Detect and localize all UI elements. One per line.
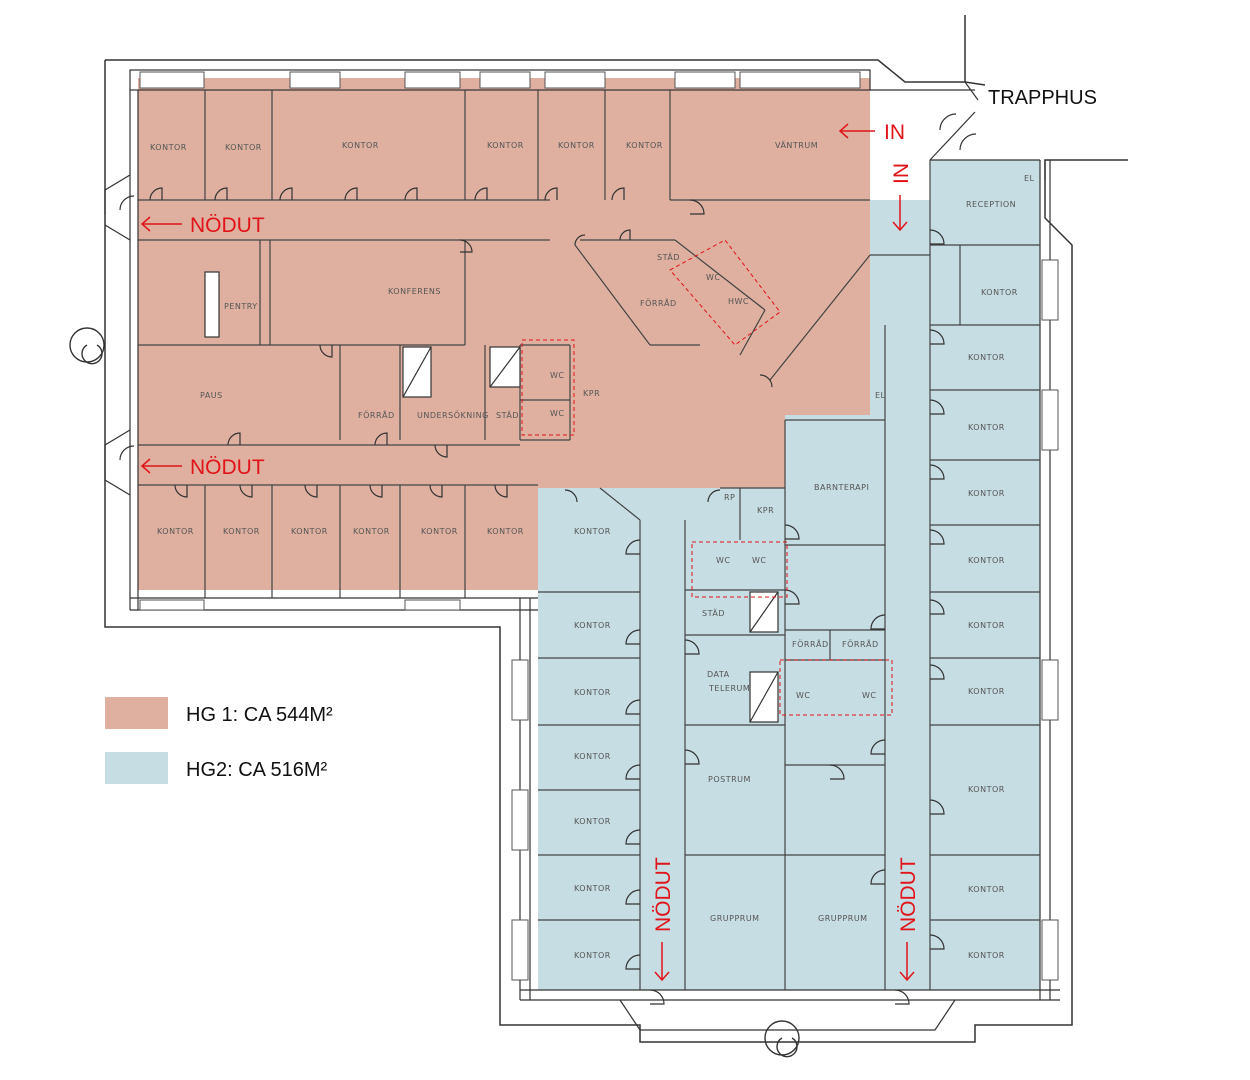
- room-label-konferens: KONFERENS: [388, 287, 441, 296]
- room-label-vantrum: VÄNTRUM: [775, 140, 818, 150]
- bays: [104, 81, 1046, 1031]
- room-label-kontor: KONTOR: [968, 489, 1005, 498]
- room-label-paus: PAUS: [200, 391, 223, 400]
- room-label-reception: RECEPTION: [966, 200, 1016, 209]
- nodut-label: NÖDUT: [897, 857, 920, 932]
- nodut-label: NÖDUT: [190, 456, 265, 479]
- stair-symbols: [69, 327, 800, 1058]
- in-arrow-horizontal: IN: [838, 121, 905, 144]
- room-label-stad: STÄD: [657, 252, 680, 262]
- legend-label-hg1: HG 1: CA 544M²: [186, 704, 333, 726]
- nodut-arrow-corridor-right: NÖDUT: [897, 857, 920, 982]
- room-label-kontor: KONTOR: [968, 785, 1005, 794]
- room-label-kpr: KPR: [757, 506, 774, 515]
- room-label-el: EL: [1024, 174, 1035, 183]
- room-label-rp: RP: [724, 493, 735, 502]
- room-label-kontor: KONTOR: [968, 885, 1005, 894]
- room-label-grupprum: GRUPPRUM: [818, 914, 868, 923]
- room-label-kontor: KONTOR: [223, 527, 260, 536]
- room-label-kontor: KONTOR: [574, 688, 611, 697]
- building-outline: [104, 15, 1128, 1043]
- room-label-telerum: TELERUM: [708, 684, 750, 693]
- room-label-kontor: KONTOR: [558, 141, 595, 150]
- room-label-kontor: KONTOR: [342, 141, 379, 150]
- room-label-barnterapi: BARNTERAPI: [814, 483, 869, 492]
- hg1-walls: [138, 90, 871, 598]
- legend: HG 1: CA 544M² HG2: CA 516M²: [105, 697, 333, 784]
- room-label-kontor: KONTOR: [626, 141, 663, 150]
- in-arrow-vertical: IN: [890, 163, 913, 232]
- room-label-wc: WC: [752, 556, 767, 565]
- room-label-kontor: KONTOR: [968, 353, 1005, 362]
- in-label: IN: [884, 121, 905, 144]
- room-label-hwc: HWC: [728, 297, 749, 306]
- zone-hg1: [138, 78, 870, 590]
- room-label-pentry: PENTRY: [224, 302, 258, 311]
- room-label-kontor: KONTOR: [157, 527, 194, 536]
- room-label-wc: WC: [862, 691, 877, 700]
- room-label-stad: STÄD: [702, 608, 725, 618]
- room-label-kontor: KONTOR: [574, 817, 611, 826]
- trapphus-label: TRAPPHUS: [988, 87, 1097, 109]
- room-label-forrad: FÖRRÅD: [358, 409, 395, 420]
- room-label-data: DATA: [707, 670, 730, 679]
- room-label-kontor: KONTOR: [487, 141, 524, 150]
- hg2-walls: [538, 160, 1040, 990]
- room-label-kontor: KONTOR: [574, 621, 611, 630]
- legend-swatch-hg2: [105, 752, 168, 784]
- room-label-kontor: KONTOR: [225, 143, 262, 152]
- room-label-kontor: KONTOR: [574, 884, 611, 893]
- room-label-kontor: KONTOR: [574, 752, 611, 761]
- room-label-kontor: KONTOR: [574, 527, 611, 536]
- nodut-arrow-lower: NÖDUT: [140, 456, 265, 479]
- wc-highlights: [521, 239, 893, 716]
- room-label-kontor: KONTOR: [968, 621, 1005, 630]
- room-label-kontor: KONTOR: [291, 527, 328, 536]
- room-label-kontor: KONTOR: [421, 527, 458, 536]
- shafts: [204, 271, 779, 723]
- zone-hg2: [538, 160, 1040, 990]
- nodut-arrow-upper: NÖDUT: [140, 214, 265, 237]
- legend-swatch-hg1: [105, 697, 168, 729]
- room-label-forrad: FÖRRÅD: [842, 638, 879, 649]
- windows: [139, 71, 1059, 981]
- room-label-kontor: KONTOR: [981, 288, 1018, 297]
- room-label-wc: WC: [706, 273, 721, 282]
- room-label-kontor: KONTOR: [968, 556, 1005, 565]
- room-label-wc: WC: [796, 691, 811, 700]
- room-label-kontor: KONTOR: [968, 951, 1005, 960]
- legend-label-hg2: HG2: CA 516M²: [186, 759, 328, 781]
- exit-markers: TRAPPHUS IN IN NÖDUT NÖDUT NÖDUT: [140, 87, 1097, 982]
- room-label-grupprum: GRUPPRUM: [710, 914, 760, 923]
- room-label-kpr: KPR: [583, 389, 600, 398]
- in-label: IN: [890, 163, 913, 184]
- door-swings: [119, 113, 977, 1005]
- nodut-label: NÖDUT: [652, 857, 675, 932]
- room-labels: KONTOR KONTOR KONTOR KONTOR KONTOR KONTO…: [150, 140, 1035, 960]
- nodut-arrow-corridor-left: NÖDUT: [652, 857, 675, 982]
- room-label-forrad: FÖRRÅD: [640, 297, 677, 308]
- nodut-label: NÖDUT: [190, 214, 265, 237]
- room-label-undersokning: UNDERSÖKNING: [417, 410, 489, 420]
- room-label-postrum: POSTRUM: [708, 775, 751, 784]
- room-label-kontor: KONTOR: [574, 951, 611, 960]
- room-label-wc: WC: [716, 556, 731, 565]
- room-label-kontor: KONTOR: [968, 687, 1005, 696]
- room-label-forrad: FÖRRÅD: [792, 638, 829, 649]
- room-label-wc: WC: [550, 409, 565, 418]
- room-label-stad: STÄD: [496, 410, 519, 420]
- room-label-wc: WC: [550, 371, 565, 380]
- room-label-kontor: KONTOR: [968, 423, 1005, 432]
- room-label-el: EL: [875, 391, 886, 400]
- room-label-kontor: KONTOR: [487, 527, 524, 536]
- room-label-kontor: KONTOR: [353, 527, 390, 536]
- room-label-kontor: KONTOR: [150, 143, 187, 152]
